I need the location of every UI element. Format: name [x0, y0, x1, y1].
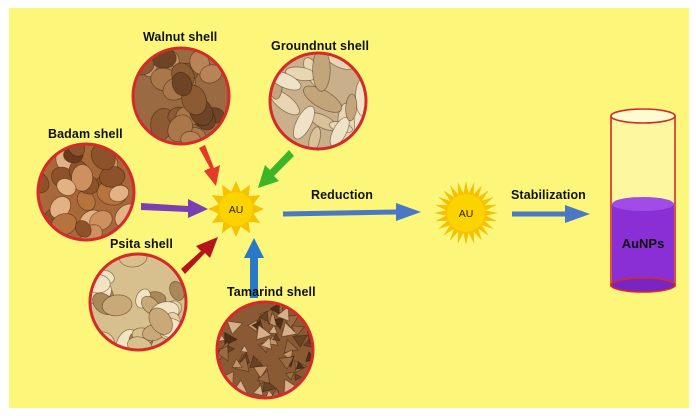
tamarind-shell-piece — [291, 325, 306, 337]
tamarind-shell-piece — [278, 356, 295, 371]
groundnut-shell-piece — [345, 93, 358, 122]
tamarind-shell-piece — [256, 324, 273, 341]
walnut-shell-piece — [171, 71, 193, 97]
psita-shell-piece — [148, 307, 173, 335]
psita-arrow — [181, 237, 218, 274]
tamarind-shell-piece — [249, 354, 264, 369]
tamarind-shell-piece — [272, 317, 285, 330]
center-gold-sun: AU — [208, 181, 264, 237]
tamarind-shell-piece — [260, 336, 272, 350]
groundnut-shell-image — [268, 51, 368, 151]
tamarind-shell-piece — [252, 365, 269, 379]
psita-shell-label: Psita shell — [110, 237, 173, 251]
stabilization-label: Stabilization — [511, 188, 586, 202]
reduction-label: Reduction — [311, 188, 374, 202]
tamarind-shell-piece — [271, 333, 281, 342]
tamarind-shell-piece — [226, 320, 244, 335]
tamarind-shell-piece — [217, 344, 229, 362]
tamarind-arrow — [244, 238, 264, 298]
groundnut-shell-label: Groundnut shell — [271, 39, 370, 53]
walnut-arrow — [199, 145, 220, 186]
tamarind-shell-piece — [256, 369, 271, 384]
psita-shell-image — [88, 252, 188, 352]
groundnut-shell-piece — [308, 126, 321, 149]
tamarind-shell-image — [215, 300, 315, 400]
badam-shell-piece — [75, 220, 92, 238]
source-arrows — [141, 145, 294, 298]
psita-shell-piece — [101, 294, 133, 317]
product-gold-label: AU — [459, 208, 474, 220]
aunps-tube: AuNPs — [610, 108, 676, 293]
badam-shell-piece — [38, 170, 50, 194]
stabilization-arrow — [512, 205, 590, 223]
walnut-shell-label: Walnut shell — [143, 30, 218, 44]
tamarind-shell-piece — [292, 334, 308, 348]
groundnut-arrow — [258, 150, 294, 188]
tamarind-shell-piece — [268, 324, 278, 334]
badam-shell-piece — [67, 144, 86, 157]
tamarind-shell-piece — [295, 360, 306, 370]
groundnut-shell-piece — [293, 105, 315, 140]
tamarind-shell-piece — [240, 344, 249, 353]
reduction-arrow — [282, 203, 421, 221]
tamarind-shell-piece — [234, 355, 250, 373]
tamarind-shell-piece — [281, 321, 298, 338]
tamarind-shell-piece — [231, 358, 243, 368]
center-gold-label: AU — [229, 204, 244, 216]
badam-shell-piece — [56, 178, 77, 196]
badam-shell-label: Badam shell — [48, 127, 123, 141]
badam-arrow — [141, 199, 208, 218]
product-gold-sun: AU — [434, 181, 498, 245]
tamarind-shell-piece — [275, 306, 290, 322]
tamarind-shell-piece — [294, 373, 303, 382]
walnut-shell-image — [131, 46, 231, 146]
tamarind-shell-piece — [227, 344, 236, 354]
tamarind-shell-piece — [224, 331, 238, 347]
badam-shell-piece — [108, 184, 130, 203]
tamarind-shell-label: Tamarind shell — [227, 285, 316, 299]
tamarind-shell-piece — [258, 310, 269, 323]
tube-label: AuNPs — [622, 236, 665, 251]
groundnut-shell-piece — [303, 85, 343, 113]
tamarind-shell-piece — [269, 302, 281, 315]
tamarind-shell-piece — [284, 371, 296, 381]
badam-shell-piece — [76, 190, 96, 211]
tube-liquid-surface — [612, 197, 674, 211]
badam-shell-image — [36, 142, 136, 242]
tamarind-shell-piece — [252, 384, 264, 397]
badam-shell-piece — [71, 164, 94, 192]
badam-shell-piece — [49, 196, 71, 219]
tube-liquid — [612, 204, 674, 285]
groundnut-shell-piece — [312, 53, 331, 92]
